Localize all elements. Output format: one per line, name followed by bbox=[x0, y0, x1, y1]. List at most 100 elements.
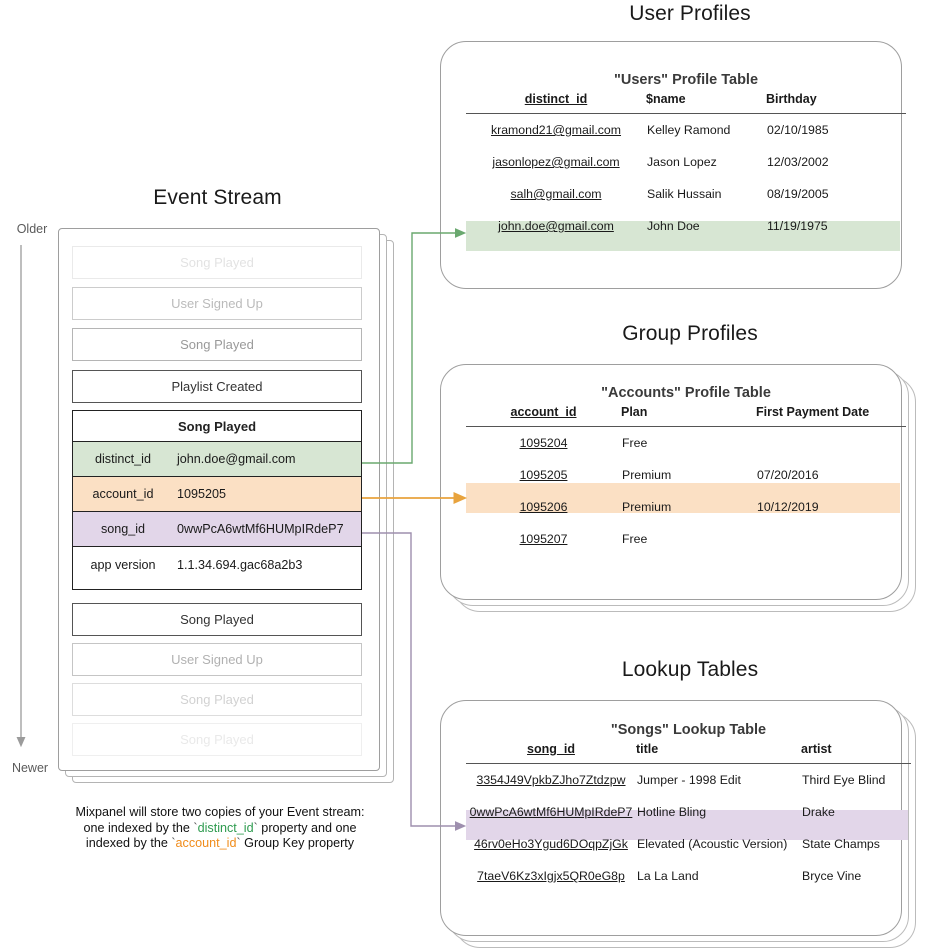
diagram-caption: Mixpanel will store two copies of your E… bbox=[30, 805, 410, 852]
caption-line-1: Mixpanel will store two copies of your E… bbox=[75, 805, 365, 819]
table-row[interactable]: 1095206 Premium 10/12/2019 bbox=[466, 491, 906, 523]
caption-code-distinct-id: distinct_id bbox=[197, 820, 254, 835]
cell-name: John Doe bbox=[647, 219, 700, 233]
cell-distinct-id: jasonlopez@gmail.com bbox=[492, 155, 620, 169]
cell-song-id: 7taeV6Kz3xIgjx5QR0eG8p bbox=[477, 869, 625, 883]
table-header-row: account_id Plan First Payment Date bbox=[466, 401, 906, 427]
caption-line-2: one indexed by the `distinct_id` propert… bbox=[30, 821, 410, 837]
column-header-song-id: song_id bbox=[466, 738, 636, 764]
cell-artist: State Champs bbox=[802, 837, 880, 851]
event-property-value: 0wwPcA6wtMf6HUMpIRdeP7 bbox=[177, 522, 344, 536]
cell-account-id: 1095207 bbox=[519, 532, 568, 546]
selected-event-card[interactable]: Song Played distinct_id john.doe@gmail.c… bbox=[72, 410, 362, 590]
event-property-key: distinct_id bbox=[94, 452, 151, 466]
event-card-label: Song Played bbox=[180, 732, 254, 747]
caption-backtick: ` bbox=[193, 820, 198, 835]
cell-first-payment-date bbox=[756, 523, 906, 555]
table-row[interactable]: 1095207 Free bbox=[466, 523, 906, 555]
caption-line-3-post: Group Key property bbox=[240, 836, 355, 850]
songs-table-title: "Songs" Lookup Table bbox=[610, 722, 767, 738]
caption-line-2-post: property and one bbox=[257, 820, 357, 835]
event-card[interactable]: User Signed Up bbox=[72, 287, 362, 320]
timeline-newer-label: Newer bbox=[11, 761, 49, 775]
event-card[interactable]: Song Played bbox=[72, 603, 362, 636]
caption-backtick: ` bbox=[253, 820, 258, 835]
cell-first-payment-date: 07/20/2016 bbox=[757, 468, 819, 482]
table-row[interactable]: 7taeV6Kz3xIgjx5QR0eG8p La La Land Bryce … bbox=[466, 860, 911, 892]
table-row[interactable]: kramond21@gmail.com Kelley Ramond 02/10/… bbox=[466, 114, 906, 147]
table-row-highlighted[interactable]: 0wwPcA6wtMf6HUMpIRdeP7 Hotline Bling Dra… bbox=[466, 796, 911, 828]
cell-account-id: 1095205 bbox=[519, 468, 568, 482]
event-card[interactable]: Song Played bbox=[72, 683, 362, 716]
event-card[interactable]: User Signed Up bbox=[72, 643, 362, 676]
cell-song-id: 46rv0eHo3Ygud6DOqpZjGk bbox=[474, 837, 628, 851]
event-card-label: Playlist Created bbox=[171, 379, 263, 394]
cell-artist: Drake bbox=[802, 805, 835, 819]
caption-line-3: indexed by the `account_id` Group Key pr… bbox=[30, 836, 410, 852]
cell-distinct-id: john.doe@gmail.com bbox=[498, 219, 614, 233]
cell-distinct-id: kramond21@gmail.com bbox=[490, 123, 622, 137]
event-property-row-distinct-id[interactable]: distinct_id john.doe@gmail.com bbox=[73, 442, 361, 477]
table-header-row: distinct_id $name Birthday bbox=[466, 88, 906, 114]
caption-code-account-id: account_id bbox=[175, 836, 237, 850]
event-property-value: john.doe@gmail.com bbox=[177, 452, 296, 466]
table-row[interactable]: jasonlopez@gmail.com Jason Lopez 12/03/2… bbox=[466, 146, 906, 178]
table-row-highlighted[interactable]: 1095205 Premium 07/20/2016 bbox=[466, 459, 906, 491]
event-property-row-account-id[interactable]: account_id 1095205 bbox=[73, 477, 361, 512]
event-card-label: Song Played bbox=[180, 692, 254, 707]
cell-title: La La Land bbox=[637, 869, 699, 883]
cell-first-payment-date bbox=[756, 427, 906, 460]
accounts-row-highlight bbox=[466, 483, 900, 513]
accounts-table-title: "Accounts" Profile Table bbox=[601, 385, 771, 401]
cell-title: Elevated (Acoustic Version) bbox=[637, 837, 788, 851]
table-row[interactable]: salh@gmail.com Salik Hussain 08/19/2005 bbox=[466, 178, 906, 210]
cell-account-id: 1095206 bbox=[519, 500, 568, 514]
caption-backtick: ` bbox=[171, 836, 176, 850]
event-property-key: account_id bbox=[92, 487, 154, 501]
cell-birthday: 11/19/1975 bbox=[767, 219, 828, 233]
users-table: distinct_id $name Birthday kramond21@gma… bbox=[466, 88, 906, 242]
cell-plan: Free bbox=[622, 532, 648, 546]
cell-account-id: 1095204 bbox=[519, 436, 568, 450]
event-property-row-song-id[interactable]: song_id 0wwPcA6wtMf6HUMpIRdeP7 bbox=[73, 512, 361, 547]
event-property-key: song_id bbox=[100, 522, 146, 536]
users-table-title: "Users" Profile Table bbox=[613, 72, 759, 88]
column-header-account-id: account_id bbox=[466, 401, 621, 427]
event-card-label: Song Played bbox=[180, 255, 254, 270]
cell-birthday: 12/03/2002 bbox=[767, 155, 829, 169]
event-card-label: User Signed Up bbox=[171, 652, 263, 667]
section-title-group-profiles: Group Profiles bbox=[622, 322, 758, 345]
cell-birthday: 02/10/1985 bbox=[767, 123, 829, 137]
cell-artist: Bryce Vine bbox=[802, 869, 862, 883]
cell-plan: Premium bbox=[622, 500, 672, 514]
event-property-row-app-version[interactable]: app version 1.1.34.694.gac68a2b3 bbox=[73, 547, 361, 582]
selected-event-title: Song Played bbox=[73, 411, 361, 442]
event-card[interactable]: Playlist Created bbox=[72, 370, 362, 403]
column-header-title: title bbox=[636, 738, 801, 764]
table-row[interactable]: 1095204 Free bbox=[466, 427, 906, 460]
event-card[interactable]: Song Played bbox=[72, 723, 362, 756]
event-card[interactable]: Song Played bbox=[72, 328, 362, 361]
column-header-artist: artist bbox=[801, 738, 911, 764]
event-card[interactable]: Song Played bbox=[72, 246, 362, 279]
accounts-table: account_id Plan First Payment Date 10952… bbox=[466, 401, 906, 555]
section-title-user-profiles: User Profiles bbox=[629, 2, 751, 25]
event-card-label: Song Played bbox=[180, 337, 254, 352]
section-title-event-stream: Event Stream bbox=[153, 186, 282, 209]
table-row[interactable]: 3354J49VpkbZJho7Ztdzpw Jumper - 1998 Edi… bbox=[466, 764, 911, 797]
cell-title: Hotline Bling bbox=[637, 805, 707, 819]
table-row-highlighted[interactable]: john.doe@gmail.com John Doe 11/19/1975 bbox=[466, 210, 906, 242]
cell-song-id: 3354J49VpkbZJho7Ztdzpw bbox=[476, 773, 626, 787]
cell-first-payment-date: 10/12/2019 bbox=[757, 500, 819, 514]
cell-song-id: 0wwPcA6wtMf6HUMpIRdeP7 bbox=[469, 805, 633, 819]
event-card-label: Song Played bbox=[180, 612, 254, 627]
column-header-plan: Plan bbox=[621, 401, 756, 427]
users-row-highlight bbox=[466, 221, 900, 251]
column-header-distinct-id: distinct_id bbox=[466, 88, 646, 114]
cell-title: Jumper - 1998 Edit bbox=[637, 773, 741, 787]
timeline-older-label: Older bbox=[16, 222, 48, 236]
cell-name: Kelley Ramond bbox=[647, 123, 731, 137]
table-row[interactable]: 46rv0eHo3Ygud6DOqpZjGk Elevated (Acousti… bbox=[466, 828, 911, 860]
column-header-birthday: Birthday bbox=[766, 88, 906, 114]
table-header-row: song_id title artist bbox=[466, 738, 911, 764]
